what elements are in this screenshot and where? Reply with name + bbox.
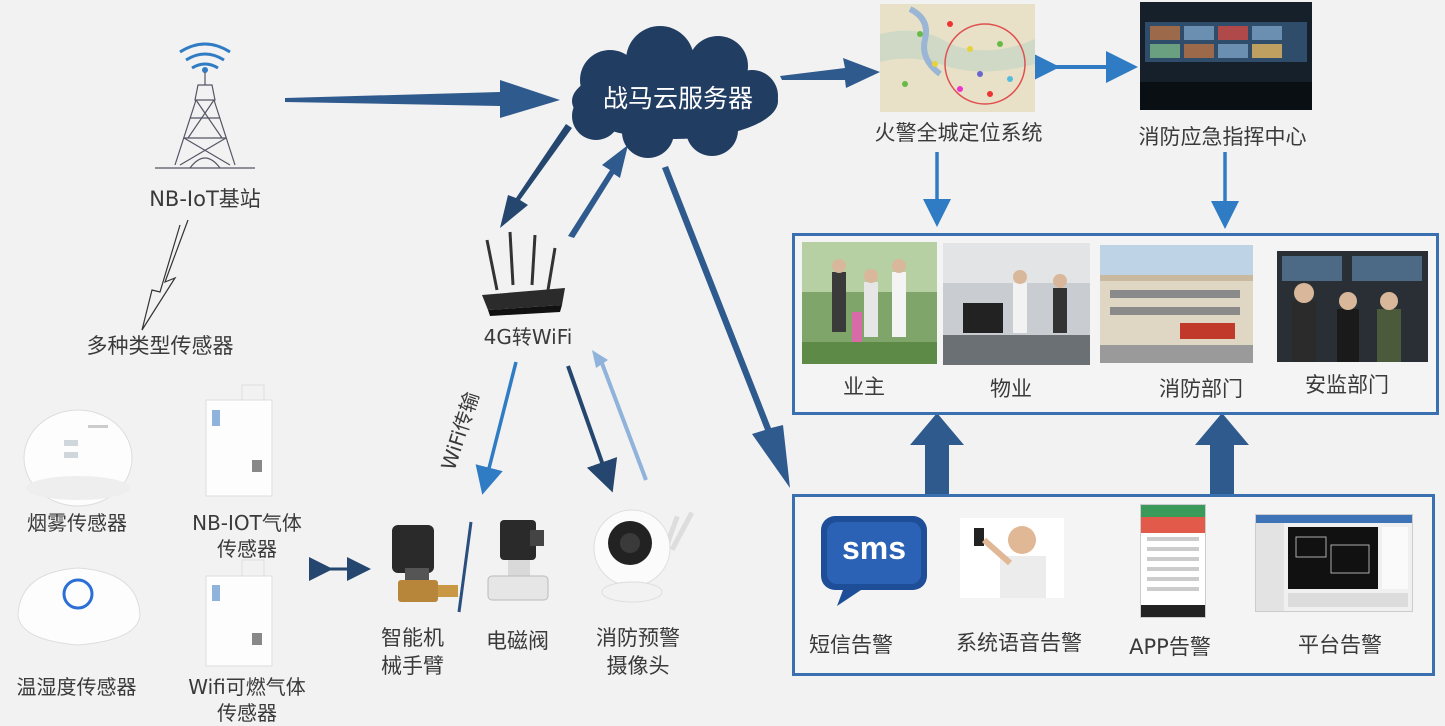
lightning-bolt <box>141 219 189 331</box>
platform-alert-screen <box>1255 514 1413 612</box>
wifi-gas-label-2: 传感器 <box>217 701 277 725</box>
tower-icon <box>155 42 255 169</box>
wifi-gas-sensor-icon <box>205 559 273 667</box>
alert-label-platform: 平台告警 <box>1298 633 1382 657</box>
recipient-label-property: 物业 <box>990 377 1032 401</box>
arrow-cloud-to-alerts <box>662 166 790 488</box>
alert-label-voice: 系统语音告警 <box>956 631 1082 655</box>
command-center-label: 消防应急指挥中心 <box>1138 125 1307 149</box>
nbiot-gas-label-1: NB-IOT气体 <box>192 511 302 535</box>
robot-arm-label-2: 械手臂 <box>381 654 444 678</box>
recipient-label-owners: 业主 <box>843 375 885 399</box>
phone-app-icon <box>1141 505 1205 617</box>
arrow-cloud-to-router <box>500 124 572 228</box>
arrow-camera-to-router <box>598 357 648 481</box>
robot-arm-label-1: 智能机 <box>381 626 444 650</box>
recipient-photo-owners <box>802 242 937 364</box>
recipient-label-fire-dept: 消防部门 <box>1159 377 1243 401</box>
arrow-tower-to-cloud <box>285 80 560 118</box>
recipient-photo-property <box>943 243 1090 365</box>
sensors-label: 多种类型传感器 <box>86 334 234 358</box>
router-icon <box>482 231 565 316</box>
arrow-router-to-cloud <box>568 145 628 238</box>
alert-label-sms: 短信告警 <box>809 633 893 657</box>
solenoid-label: 电磁阀 <box>486 629 549 653</box>
fire-map-image <box>880 4 1035 112</box>
app-alert-phone <box>1140 504 1206 618</box>
recipient-photo-safety-dept <box>1277 251 1428 362</box>
temp-humidity-sensor-icon <box>17 567 141 646</box>
map-icon <box>880 6 1035 105</box>
recipient-label-safety-dept: 安监部门 <box>1305 373 1389 397</box>
camera-label-1: 消防预警 <box>596 626 680 650</box>
solenoid-valve-icon <box>487 520 549 601</box>
command-center-image <box>1140 2 1312 110</box>
smoke-sensor-label: 烟雾传感器 <box>27 511 127 535</box>
cloud-label: 战马云服务器 <box>602 84 753 113</box>
wifi-gas-label-1: Wifi可燃气体 <box>188 675 306 699</box>
nbiot-gas-sensor-icon <box>205 384 273 497</box>
person-phone-icon <box>974 526 1046 598</box>
base-station-label: NB-IoT基站 <box>149 187 261 211</box>
arrow-alerts-up-right <box>1195 413 1249 495</box>
sms-alert-icon: sms <box>815 510 933 608</box>
fire-station-icon <box>1100 275 1253 363</box>
sms-icon-text: sms <box>841 530 907 566</box>
camera-icon <box>593 509 695 603</box>
officials-icon <box>1282 256 1422 362</box>
platform-screen-icon <box>1256 515 1412 611</box>
robot-arm-icon <box>392 525 458 602</box>
arrow-router-to-arm <box>475 361 518 495</box>
temp-humidity-label: 温湿度传感器 <box>16 675 137 699</box>
fire-map-label: 火警全城定位系统 <box>874 121 1043 145</box>
alert-label-app: APP告警 <box>1129 635 1211 659</box>
device-separator <box>457 521 473 613</box>
arrow-router-to-camera <box>566 365 618 493</box>
voice-alert-photo <box>960 518 1064 598</box>
arrow-alerts-up-left <box>910 413 964 495</box>
cloud-shape <box>572 26 778 158</box>
office-icon <box>943 243 1090 365</box>
people-icon <box>802 242 937 364</box>
router-label: 4G转WiFi <box>483 325 573 349</box>
smoke-sensor-icon <box>23 409 133 507</box>
recipient-photo-fire-dept <box>1100 245 1253 363</box>
camera-label-2: 摄像头 <box>606 654 670 678</box>
control-room-icon <box>1140 22 1312 110</box>
nbiot-gas-label-2: 传感器 <box>217 537 277 561</box>
arrow-cloud-to-firemap <box>780 58 880 88</box>
